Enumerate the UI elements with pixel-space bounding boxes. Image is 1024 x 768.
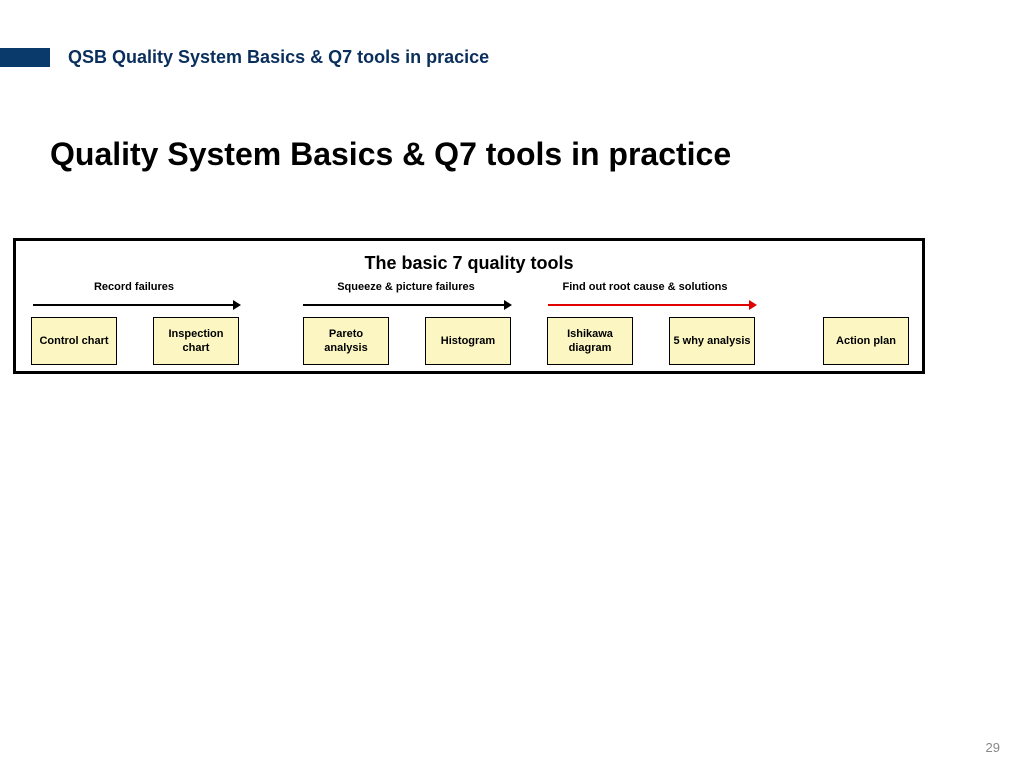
arrow-root-cause (548, 300, 757, 310)
phase-label-record: Record failures (93, 281, 175, 293)
tool-control-chart: Control chart (31, 317, 117, 365)
tool-5-why-analysis: 5 why analysis (669, 317, 755, 365)
tool-inspection-chart: Inspection chart (153, 317, 239, 365)
header-title: QSB Quality System Basics & Q7 tools in … (68, 47, 490, 67)
header-accent-bar (0, 48, 50, 67)
diagram-frame (13, 238, 925, 374)
phase-label-root-cause: Find out root cause & solutions (562, 281, 728, 293)
slide-title: Quality System Basics & Q7 tools in prac… (50, 136, 732, 172)
phase-label-squeeze: Squeeze & picture failures (337, 281, 475, 293)
tool-action-plan: Action plan (823, 317, 909, 365)
arrow-record (33, 300, 241, 310)
page-number: 29 (985, 740, 1000, 755)
tool-ishikawa-diagram: Ishikawa diagram (547, 317, 633, 365)
diagram-title: The basic 7 quality tools (364, 253, 574, 273)
arrow-squeeze (303, 300, 512, 310)
tool-pareto-analysis: Pareto analysis (303, 317, 389, 365)
tool-histogram: Histogram (425, 317, 511, 365)
